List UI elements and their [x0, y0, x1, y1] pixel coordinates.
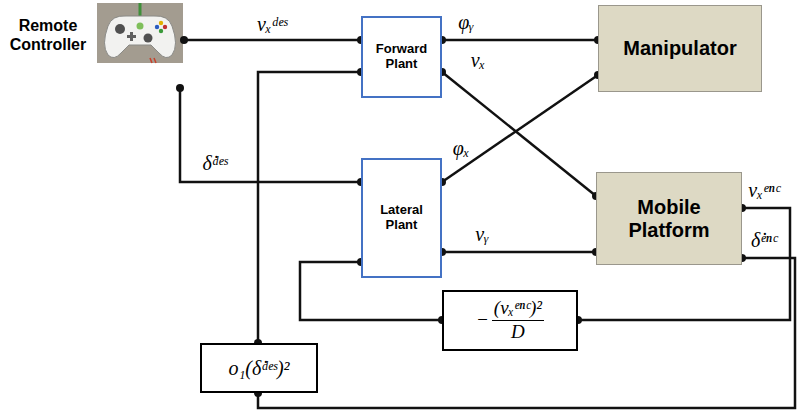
feedback-gain-box: o₁(δ̇ᵈᵉˢ)²: [200, 343, 318, 393]
lateral-plant-box: Lateral Plant: [361, 158, 442, 278]
block-label: Mobile Platform: [603, 196, 735, 242]
signal-wire: [258, 258, 795, 408]
text-group: Remote Controller: [2, 16, 94, 54]
block-label: Lateral Plant: [367, 203, 436, 233]
signal-label: δ̇ᵉⁿᶜ: [749, 229, 779, 252]
denominator: D: [511, 321, 525, 343]
junction-dot: [176, 84, 184, 92]
junction-dot: [180, 36, 188, 44]
signal-wire-group: [438, 248, 600, 256]
mobile-platform-box: Mobile Platform: [596, 172, 742, 265]
signal-label: vₓᵉⁿᶜ: [746, 179, 781, 202]
block-label: o₁(δ̇ᵈᵉˢ)²: [228, 357, 289, 380]
signal-label: vₓᵈᵉˢ: [255, 13, 289, 36]
block-label: Manipulator: [623, 37, 736, 60]
signal-wire-group: [180, 36, 365, 44]
signal-wire: [180, 88, 361, 182]
button: [159, 29, 163, 33]
signal-wire: [442, 39, 598, 42]
text-group: o₁(δ̇ᵈᵉˢ)²: [228, 357, 289, 380]
wire: [150, 58, 156, 63]
device-label: Remote Controller: [2, 16, 94, 54]
text-group: −(vₓᵉⁿᶜ)²D: [476, 298, 544, 343]
signal-label: vₓ: [469, 49, 488, 72]
signal-label: φᵧ: [456, 11, 476, 34]
signal-wire-group: [438, 68, 600, 200]
signal-wire: [442, 72, 596, 196]
fraction: (vₓᵉⁿᶜ)²D: [492, 298, 544, 343]
manipulator-box: Manipulator: [598, 5, 762, 92]
signal-wire-group: [438, 71, 602, 186]
numerator: (vₓᵉⁿᶜ)²: [492, 298, 544, 321]
signal-wire-group: [176, 84, 365, 186]
signal-label: vᵧ: [473, 223, 491, 246]
signal-wire: [442, 75, 598, 182]
signal-label: δ̇ᵈᵉˢ: [201, 152, 230, 175]
text-group: Manipulator: [623, 37, 736, 60]
block-label: Forward Plant: [367, 42, 436, 72]
signal-wire-group: [438, 36, 602, 44]
button: [159, 21, 163, 25]
thumbstick: [144, 34, 153, 43]
signal-wire: [184, 39, 361, 42]
feedback-gain-box: −(vₓᵉⁿᶜ)²D: [442, 290, 578, 351]
forward-plant-box: Forward Plant: [361, 16, 442, 98]
remote-controller: Remote Controller: [2, 2, 184, 88]
cable: [139, 3, 142, 16]
photo-background: [97, 3, 183, 63]
signal-wire-group: [254, 254, 795, 408]
text-group: Forward Plant: [367, 42, 436, 72]
button: [163, 25, 167, 29]
signal-label: φₓ: [451, 137, 472, 160]
thumbstick: [115, 24, 125, 34]
math-sign: −: [476, 309, 489, 331]
text-group: Mobile Platform: [603, 196, 735, 242]
signal-wire: [442, 251, 596, 254]
controller-body: [105, 16, 176, 58]
d-pad: [130, 32, 133, 41]
button: [155, 25, 159, 29]
guide-button: [137, 23, 144, 30]
text-group: Lateral Plant: [367, 203, 436, 233]
signal-wire-group: [254, 68, 365, 347]
signal-wire: [258, 72, 361, 343]
